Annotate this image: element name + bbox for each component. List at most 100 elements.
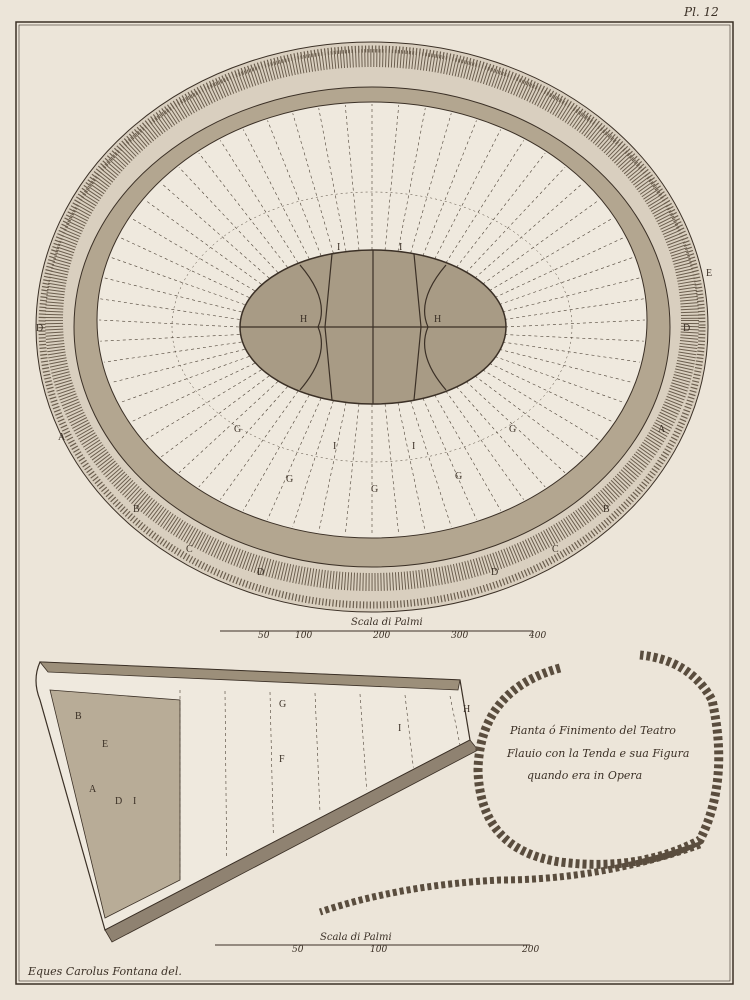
radial-line bbox=[434, 394, 501, 511]
radial-line bbox=[220, 390, 299, 500]
radial-line bbox=[178, 381, 279, 473]
section-rib bbox=[314, 692, 321, 813]
plate-inner-border bbox=[18, 24, 731, 982]
section-letter: I bbox=[398, 723, 401, 734]
radial-line bbox=[504, 334, 644, 342]
radial-line bbox=[445, 140, 524, 264]
radial-line bbox=[499, 349, 634, 383]
plan-letter: I bbox=[412, 441, 415, 452]
section-letter: F bbox=[279, 754, 285, 765]
radial-line bbox=[292, 400, 334, 527]
plan-letter: G bbox=[509, 424, 516, 435]
radial-line bbox=[489, 363, 613, 423]
radial-line bbox=[198, 386, 288, 488]
tent-section-fragment: B E A D I G F I H bbox=[35, 661, 479, 943]
plan-letter: A bbox=[58, 432, 66, 443]
radial-line bbox=[110, 349, 245, 383]
radial-line bbox=[267, 398, 322, 520]
radial-line bbox=[318, 402, 347, 532]
radial-line bbox=[474, 375, 584, 458]
plan-letter: D bbox=[257, 567, 264, 578]
radial-line bbox=[344, 105, 360, 251]
scale-title: Scala di Palmi bbox=[351, 617, 423, 628]
radial-line bbox=[119, 356, 250, 403]
section-letter: B bbox=[75, 711, 82, 722]
radial-line bbox=[292, 113, 334, 254]
radial-line bbox=[422, 398, 477, 520]
radial-line bbox=[160, 182, 270, 279]
radial-line bbox=[397, 108, 426, 252]
title-line-2: Flauio con la Tenda e sua Figura bbox=[506, 747, 689, 760]
radial-line bbox=[397, 402, 426, 532]
plan-letter: I bbox=[337, 242, 340, 253]
scale-tick: 200 bbox=[521, 945, 539, 955]
radial-line bbox=[243, 129, 310, 260]
section-letter: I bbox=[133, 796, 136, 807]
plan-letter: B bbox=[603, 504, 610, 515]
scale-tick: 50 bbox=[292, 945, 304, 955]
title-line-3: quando era in Opera bbox=[527, 769, 642, 782]
radial-line bbox=[434, 129, 501, 260]
plan-letter: G bbox=[371, 484, 378, 495]
radial-line bbox=[267, 120, 322, 256]
plan-letter: C bbox=[552, 544, 559, 555]
radial-line bbox=[384, 403, 400, 535]
radial-line bbox=[465, 167, 566, 273]
scale-tick: 300 bbox=[451, 631, 468, 641]
plan-letter: I bbox=[399, 242, 402, 253]
scale-tick: 400 bbox=[528, 631, 546, 641]
scale-tick: 100 bbox=[295, 631, 312, 641]
amphitheatre-plan: I I H H E D D A A B B C C D D G G G G G … bbox=[35, 41, 712, 613]
lower-scale-bar: Scala di Palmi 50 100 200 bbox=[215, 932, 539, 955]
radial-line bbox=[445, 390, 524, 500]
plan-letter: C bbox=[186, 544, 193, 555]
radial-line bbox=[482, 369, 600, 441]
plan-letter: B bbox=[133, 504, 140, 515]
radial-line bbox=[410, 400, 452, 527]
radial-lines bbox=[98, 104, 646, 536]
section-rib bbox=[449, 695, 461, 746]
radial-line bbox=[456, 386, 546, 488]
tent-ribs bbox=[45, 49, 699, 591]
section-letter: E bbox=[102, 739, 108, 750]
plate-border bbox=[15, 21, 734, 985]
title-line-1: Pianta ó Finimento del Teatro bbox=[509, 724, 676, 737]
radial-line bbox=[502, 341, 640, 363]
section-letter: D bbox=[115, 796, 122, 807]
laurel-wreath: Pianta ó Finimento del Teatro Flauio con… bbox=[318, 650, 724, 916]
scale-tick: 50 bbox=[258, 631, 270, 641]
central-oval-ribs bbox=[240, 250, 506, 404]
section-letter: A bbox=[89, 784, 97, 795]
plan-letter: D bbox=[491, 567, 498, 578]
plan-letter: I bbox=[333, 441, 336, 452]
section-rib bbox=[359, 693, 367, 791]
plan-letter: D bbox=[36, 323, 43, 334]
radial-line bbox=[243, 394, 310, 511]
plan-letter: H bbox=[300, 314, 307, 325]
radial-line bbox=[494, 356, 625, 403]
outer-ribs bbox=[38, 45, 706, 609]
plan-letter: E bbox=[706, 268, 712, 279]
radial-line bbox=[98, 319, 240, 328]
section-letter: H bbox=[463, 704, 470, 715]
radial-line bbox=[220, 140, 299, 264]
radial-line bbox=[474, 182, 584, 279]
radial-line bbox=[104, 341, 242, 363]
plan-letter: A bbox=[658, 424, 666, 435]
plan-letter: H bbox=[434, 314, 441, 325]
radial-line bbox=[144, 369, 262, 441]
radial-line bbox=[384, 105, 400, 251]
section-rib bbox=[404, 694, 414, 768]
plan-letter: G bbox=[286, 474, 293, 485]
inner-dashed-ring bbox=[171, 191, 573, 463]
plan-letter: G bbox=[455, 471, 462, 482]
plate-number: Pl. 12 bbox=[683, 5, 719, 19]
radial-line bbox=[100, 334, 240, 342]
radial-line bbox=[318, 108, 347, 252]
section-rib bbox=[224, 690, 227, 858]
radial-line bbox=[504, 319, 646, 328]
engraver-credit: Eques Carolus Fontana del. bbox=[27, 965, 182, 978]
radial-line bbox=[160, 375, 270, 458]
radial-line bbox=[422, 120, 477, 256]
